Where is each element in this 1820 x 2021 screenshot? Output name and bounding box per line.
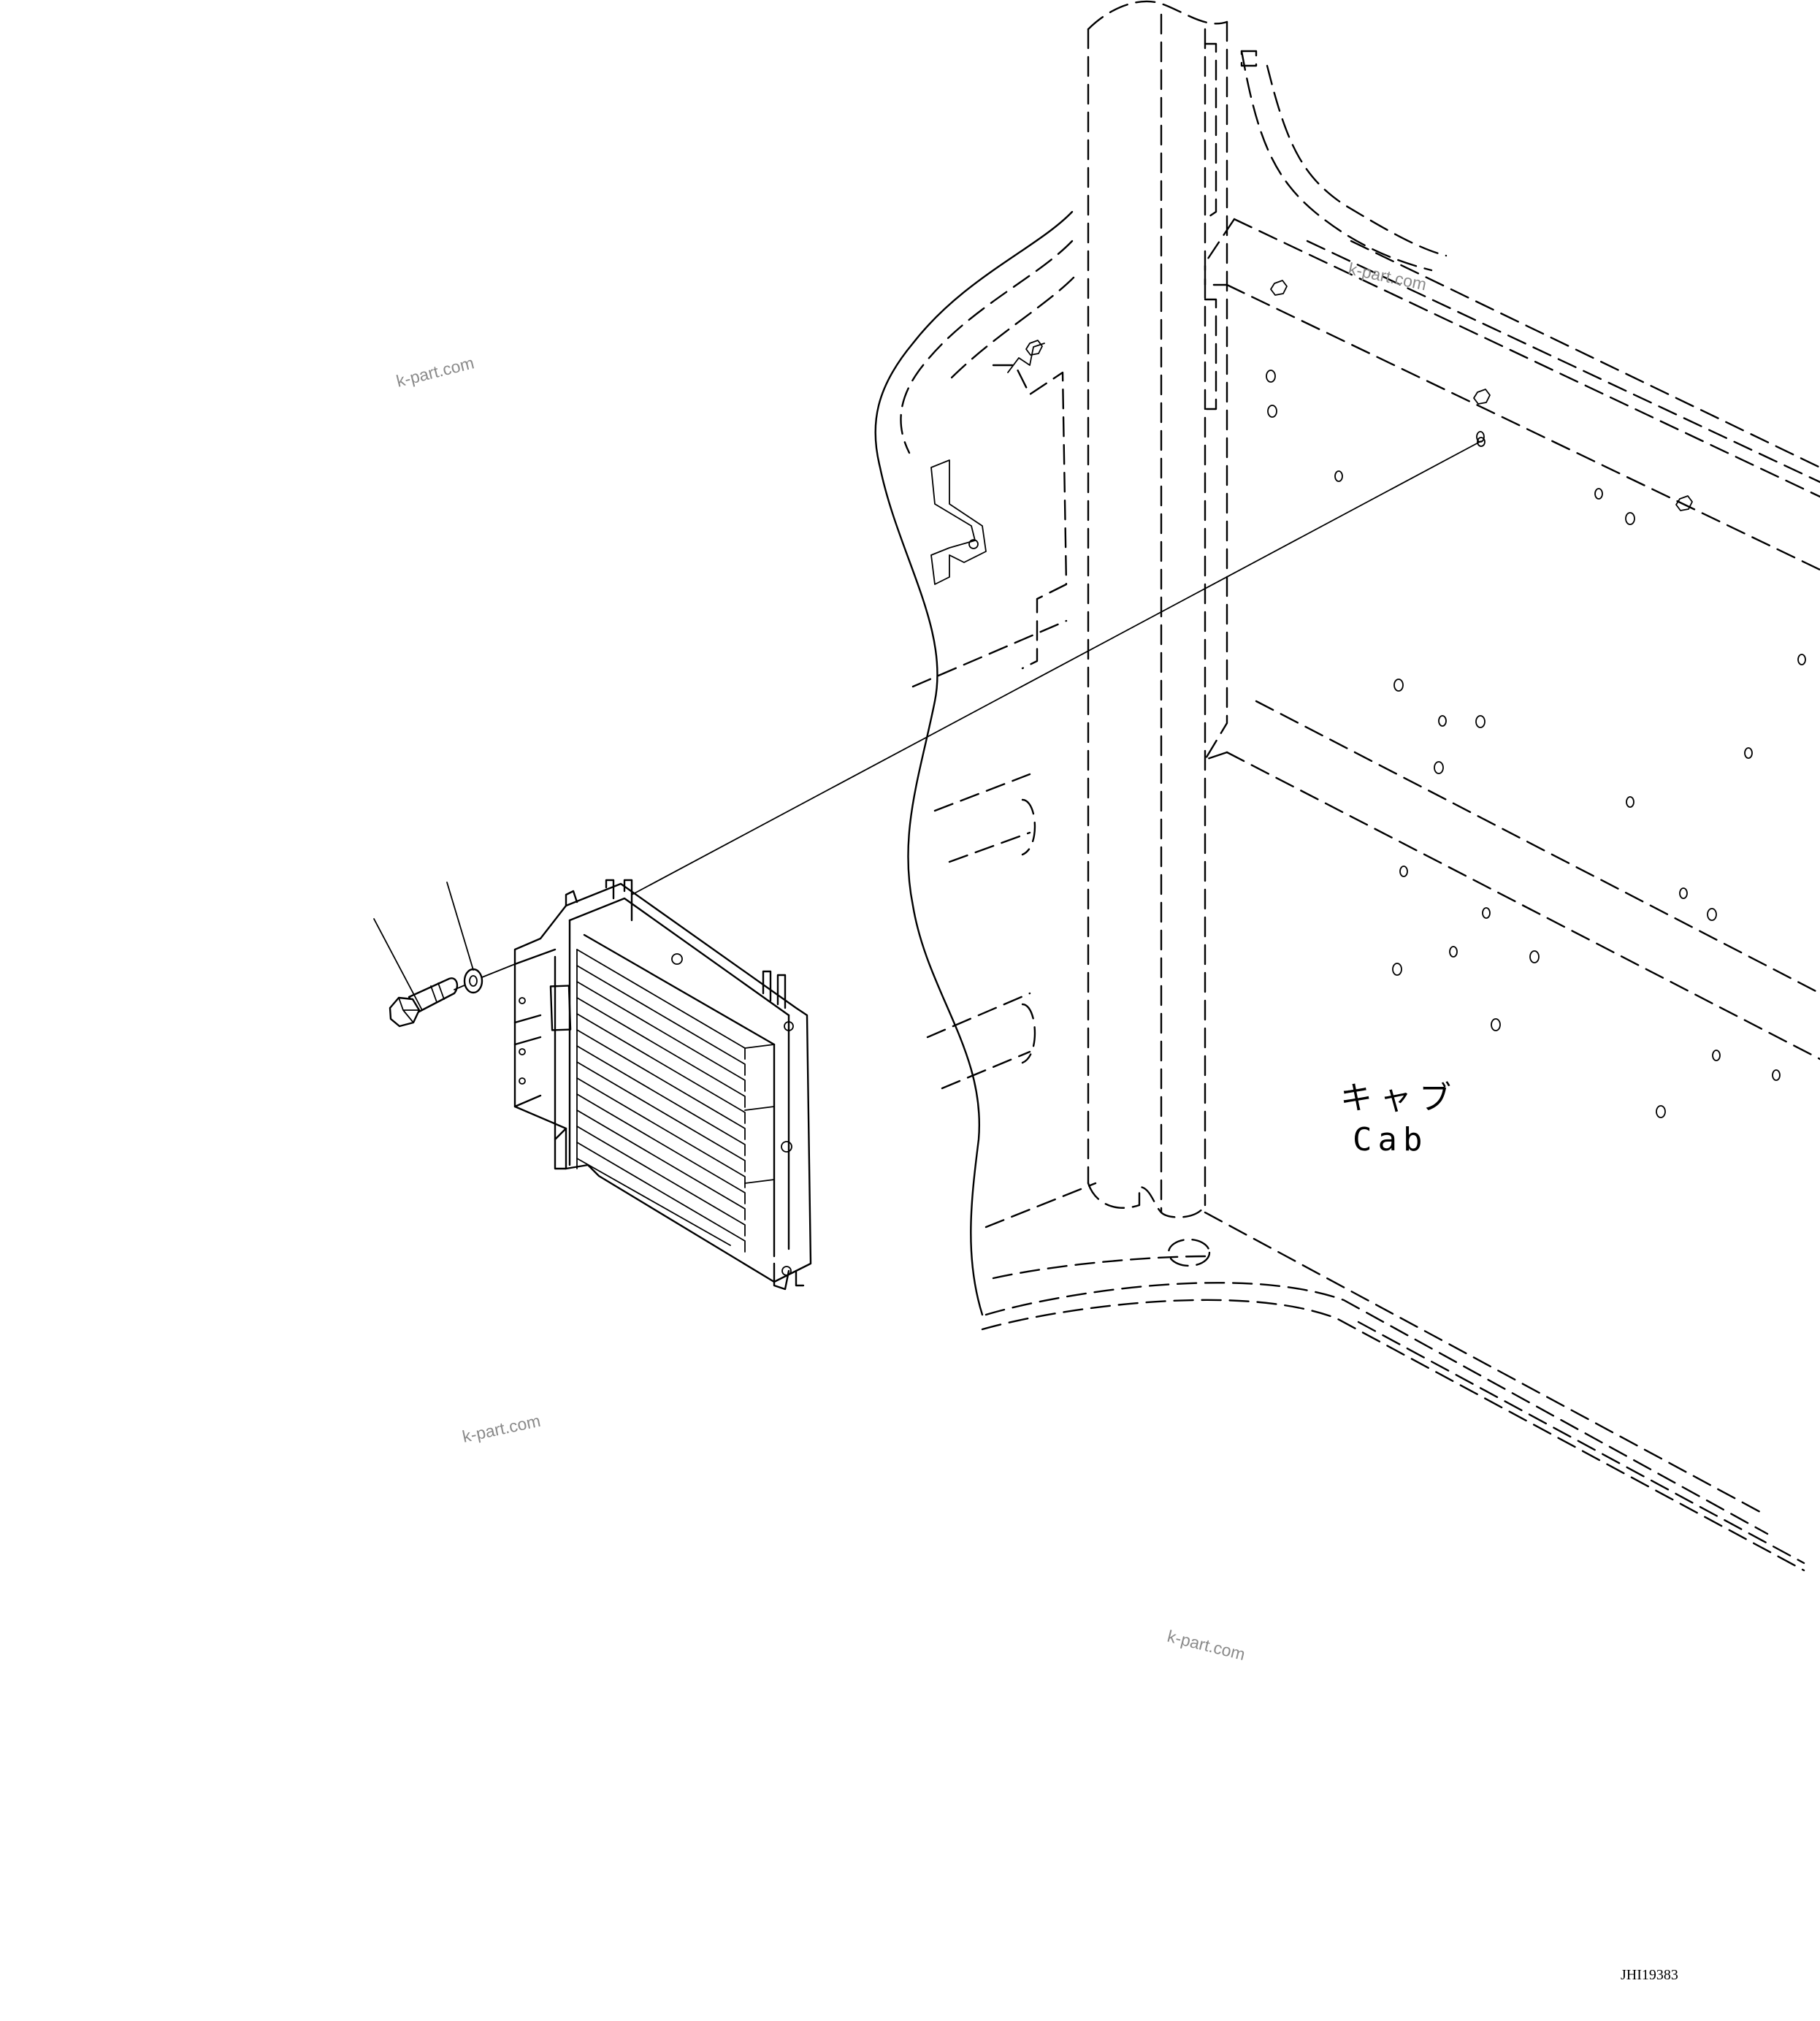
cab-panel-contour-3	[911, 619, 1068, 688]
panel-cutout	[992, 364, 1068, 670]
header-beam-top-2	[1306, 240, 1820, 484]
assembly-line-bolt-washer	[454, 985, 465, 990]
panel-slot-2	[1021, 1003, 1036, 1064]
roof-rail-outer	[1240, 50, 1433, 272]
pillar-base-hole	[1167, 1238, 1211, 1267]
controller-mounting-plate	[513, 882, 812, 1283]
cab-panel-contour-1	[900, 240, 1074, 454]
callout-leader-bolt	[373, 918, 423, 1011]
cab-panel-contour-8	[984, 1182, 1097, 1229]
connector-label-plate	[549, 985, 572, 1031]
pillar-base	[1087, 1182, 1207, 1218]
bolt-shank	[408, 977, 459, 1014]
cab-panel-contour-7	[941, 1050, 1031, 1090]
assembly-line-to-cab	[631, 440, 1482, 895]
pillar-inner-edge	[1204, 20, 1228, 761]
panel-bracket	[930, 459, 987, 585]
mounting-tab-top-left	[565, 890, 578, 907]
cab-panel-contour-6	[926, 992, 1031, 1039]
watermark-4: k-part.com	[1166, 1627, 1247, 1665]
controller-screw-4	[781, 1266, 792, 1276]
washer-hole	[469, 975, 478, 987]
pillar-strip	[1204, 42, 1217, 410]
mounting-bolt	[389, 977, 459, 1028]
mounting-tab-bottom-left	[554, 1127, 567, 1170]
watermark-2: k-part.com	[1347, 259, 1429, 294]
watermark-1: k-part.com	[394, 353, 476, 391]
floor-frame-left	[1204, 751, 1228, 761]
mounting-tab-right-top	[762, 970, 787, 1009]
base-rail-3	[981, 1299, 1805, 1572]
cab-bolt-holes	[1025, 280, 1806, 1118]
header-beam-top-3	[1350, 240, 1820, 469]
controller-housing-right	[773, 1014, 790, 1258]
controller-housing-edge	[554, 919, 571, 1166]
controller-screw-1	[671, 953, 683, 965]
cab-panel-contour-4	[933, 773, 1031, 812]
controller-housing-top	[568, 897, 790, 1046]
callout-leader-washer	[446, 882, 474, 971]
assembly-line-washer-unit	[481, 963, 516, 978]
header-beam-face	[1204, 218, 1236, 286]
cab-label-english: Cab	[1353, 1121, 1428, 1158]
header-beam-top	[1233, 218, 1820, 498]
washer	[463, 968, 483, 994]
panel-slot-1	[1021, 798, 1036, 856]
controller-screw-2	[784, 1021, 794, 1031]
base-rail-1	[1204, 1211, 1762, 1513]
pillar-strip-2	[1240, 50, 1258, 67]
controller-unit	[513, 879, 812, 1291]
cab-panel-contour-2	[948, 276, 1075, 381]
roof-rail-inner	[1266, 64, 1448, 257]
cab-panel-contour-5	[948, 831, 1031, 863]
drawing-id: JHI19383	[1621, 1967, 1678, 1983]
floor-frame-upper	[1255, 700, 1820, 995]
base-rail-4	[992, 1255, 1805, 1565]
cab-panel-edge	[874, 210, 1074, 1316]
bracket-hole	[968, 539, 979, 549]
pillar-top	[1087, 0, 1228, 31]
panel-cutout-notch	[1007, 343, 1045, 373]
mounting-tab-top	[605, 879, 633, 922]
fasteners	[389, 968, 483, 1028]
cooling-fins	[576, 949, 775, 1253]
watermark-3: k-part.com	[461, 1411, 543, 1446]
connector-panel	[513, 948, 557, 1108]
cab-label-japanese: キャブ	[1340, 1080, 1458, 1117]
base-rail-2	[984, 1282, 1769, 1535]
floor-frame-lower	[1226, 751, 1820, 1061]
mounting-tab-right-bottom	[773, 1262, 805, 1291]
cab-structure	[874, 0, 1820, 1572]
header-beam-bottom	[1226, 283, 1820, 571]
controller-screw-3	[781, 1141, 792, 1153]
